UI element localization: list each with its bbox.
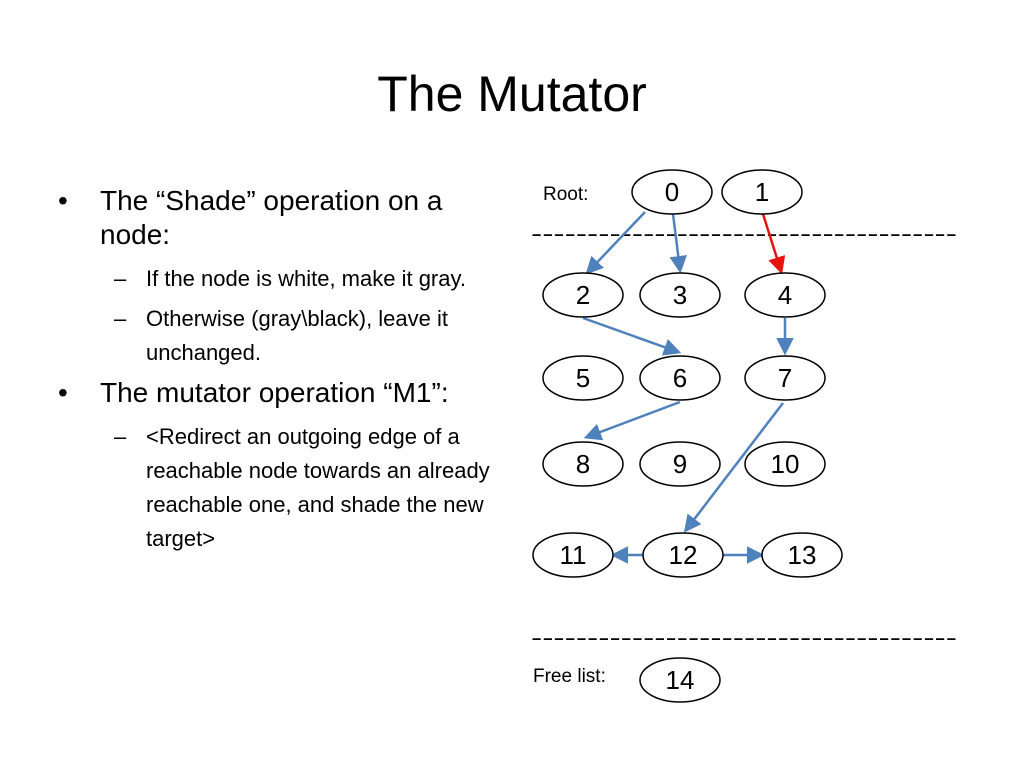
node-label: 12 bbox=[669, 540, 698, 570]
bullet-marker: • bbox=[58, 185, 68, 216]
node-label: 6 bbox=[673, 363, 687, 393]
node-ellipse bbox=[639, 657, 721, 703]
node-label: 0 bbox=[665, 177, 679, 207]
node-5: 5 bbox=[542, 355, 624, 401]
node-ellipse bbox=[744, 355, 826, 401]
node-ellipse bbox=[639, 355, 721, 401]
node-ellipse bbox=[639, 272, 721, 318]
node-ellipse bbox=[542, 441, 624, 487]
node-4: 4 bbox=[744, 272, 826, 318]
free-list-label: Free list: bbox=[533, 666, 606, 687]
edge-layer bbox=[582, 211, 794, 564]
bullet-list: • The “Shade” operation on a node: – If … bbox=[58, 184, 508, 562]
slide-title: The Mutator bbox=[377, 66, 647, 122]
node-9: 9 bbox=[639, 441, 721, 487]
node-2: 2 bbox=[542, 272, 624, 318]
node-ellipse bbox=[542, 355, 624, 401]
sub-bullet-text: Otherwise (gray\black), leave it unchang… bbox=[146, 306, 448, 365]
bullet-text: The “Shade” operation on a node: bbox=[100, 185, 443, 250]
node-label: 2 bbox=[576, 280, 590, 310]
edge-0-to-2 bbox=[585, 211, 646, 275]
node-label: 14 bbox=[666, 665, 695, 695]
sub-bullet-item: – If the node is white, make it gray. bbox=[58, 262, 508, 296]
node-label: 8 bbox=[576, 449, 590, 479]
node-label: 1 bbox=[755, 177, 769, 207]
node-label: 4 bbox=[778, 280, 792, 310]
sub-bullet-text: If the node is white, make it gray. bbox=[146, 266, 466, 291]
sub-bullet-marker: – bbox=[114, 306, 127, 331]
node-ellipse bbox=[631, 169, 713, 215]
edge-2-to-6 bbox=[582, 316, 682, 356]
bullet-marker: • bbox=[58, 377, 68, 408]
edge-0-to-3 bbox=[669, 213, 687, 274]
node-8: 8 bbox=[542, 441, 624, 487]
node-ellipse bbox=[744, 272, 826, 318]
edge-1-to-4 bbox=[761, 213, 786, 275]
node-ellipse bbox=[639, 441, 721, 487]
edge-6-to-8 bbox=[583, 400, 681, 441]
sub-bullet-item: – <Redirect an outgoing edge of a reacha… bbox=[58, 420, 508, 556]
node-11: 11 bbox=[532, 532, 614, 578]
root-label: Root: bbox=[543, 184, 588, 205]
node-13: 13 bbox=[761, 532, 843, 578]
node-label: 3 bbox=[673, 280, 687, 310]
node-7: 7 bbox=[744, 355, 826, 401]
node-ellipse bbox=[744, 441, 826, 487]
bullet-item: • The mutator operation “M1”: bbox=[58, 376, 508, 410]
node-label: 7 bbox=[778, 363, 792, 393]
node-ellipse bbox=[532, 532, 614, 578]
edge-7-to-12 bbox=[683, 402, 784, 533]
separator-bottom: -------------------------------------- bbox=[531, 625, 957, 650]
node-label: 11 bbox=[560, 540, 587, 570]
node-1: 1 bbox=[721, 169, 803, 215]
sub-bullet-marker: – bbox=[114, 266, 127, 291]
separator-top: -------------------------------------- bbox=[531, 221, 957, 246]
node-ellipse bbox=[721, 169, 803, 215]
node-14: 14 bbox=[639, 657, 721, 703]
sub-bullet-marker: – bbox=[114, 424, 127, 449]
node-10: 10 bbox=[744, 441, 826, 487]
node-ellipse bbox=[542, 272, 624, 318]
node-label: 13 bbox=[788, 540, 817, 570]
node-label: 9 bbox=[673, 449, 687, 479]
node-0: 0 bbox=[631, 169, 713, 215]
node-ellipse bbox=[761, 532, 843, 578]
sub-bullet-text: <Redirect an outgoing edge of a reachabl… bbox=[146, 424, 490, 551]
bullet-item: • The “Shade” operation on a node: bbox=[58, 184, 508, 252]
bullet-text: The mutator operation “M1”: bbox=[100, 377, 449, 408]
node-label: 5 bbox=[576, 363, 590, 393]
node-3: 3 bbox=[639, 272, 721, 318]
node-label: 10 bbox=[771, 449, 800, 479]
node-12: 12 bbox=[642, 532, 724, 578]
node-6: 6 bbox=[639, 355, 721, 401]
sub-bullet-item: – Otherwise (gray\black), leave it uncha… bbox=[58, 302, 508, 370]
node-ellipse bbox=[642, 532, 724, 578]
